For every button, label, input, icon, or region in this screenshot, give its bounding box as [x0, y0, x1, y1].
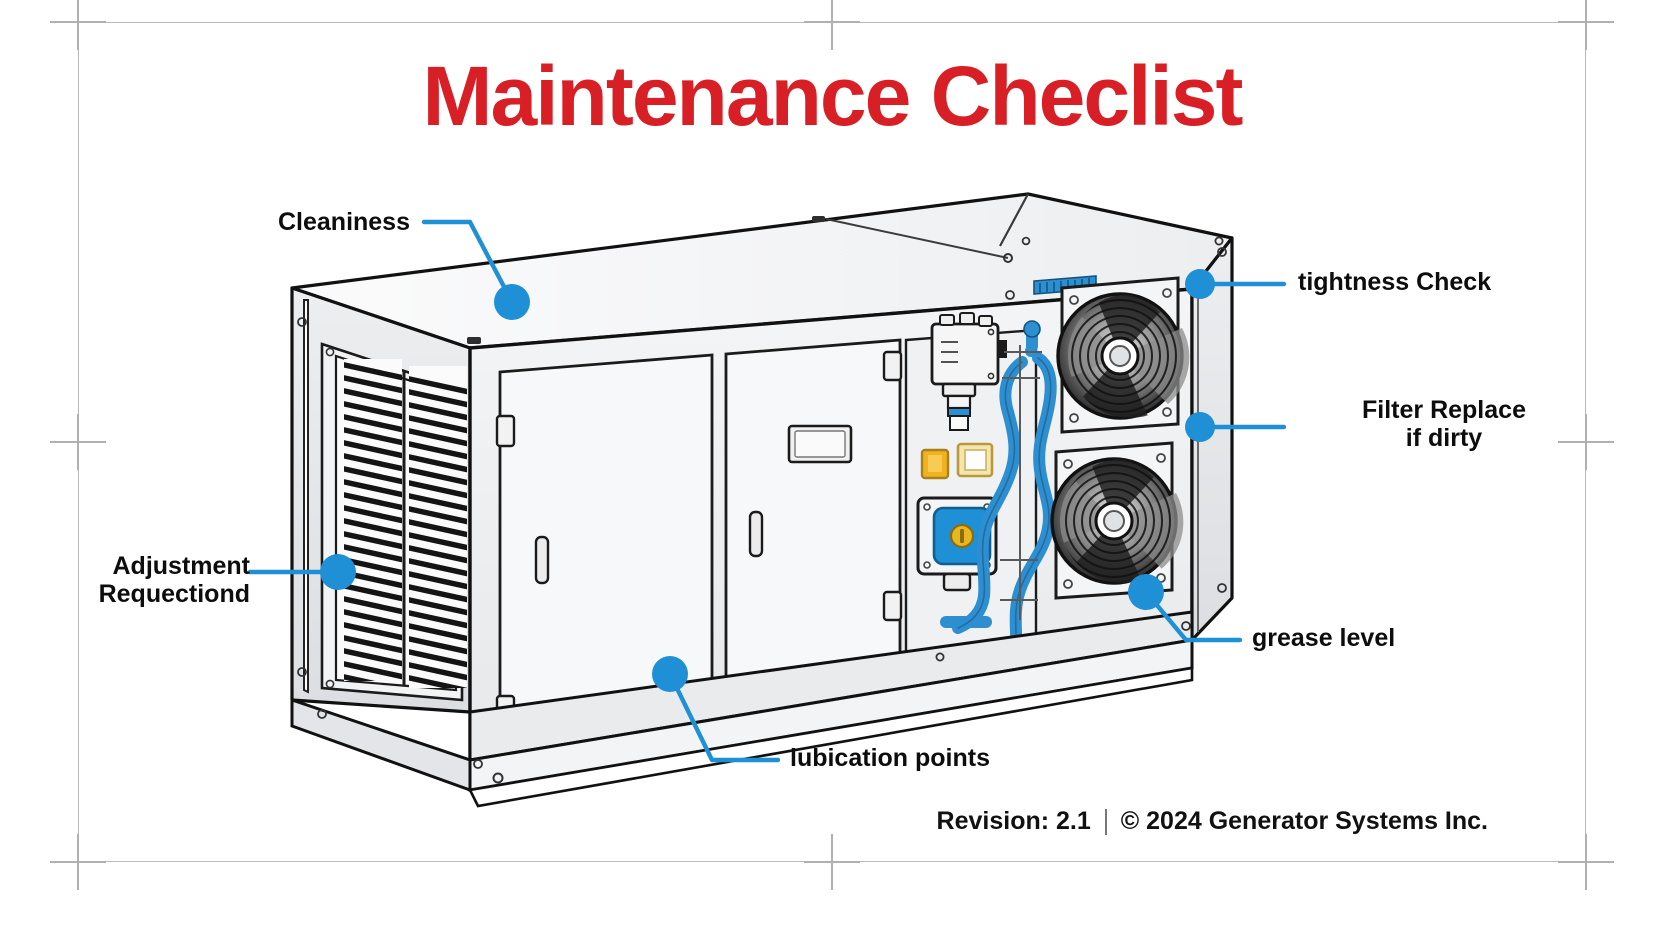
- page-title: Maintenance Checlist: [422, 49, 1244, 143]
- callout-hotspot-dots: [320, 269, 1215, 692]
- unit-top-panel: [290, 192, 1234, 350]
- callout-label-grease: grease level: [1252, 624, 1396, 652]
- footer: Revision: 2.1 © 2024 Generator Systems I…: [937, 807, 1488, 836]
- indicator-lamp-white: [956, 442, 994, 478]
- refrigerant-piping-outline: [957, 357, 1052, 635]
- callout-label-lubrication: lubication points: [790, 744, 990, 772]
- revision-text: Revision: 2.1: [936, 807, 1091, 835]
- unit-right-face: [1190, 236, 1234, 642]
- louver-slats-column-b: [409, 366, 467, 688]
- indicator-lamp-amber: [920, 448, 950, 480]
- louver-slats-column-a: [344, 359, 402, 681]
- callout-leader-lines: [247, 219, 1287, 763]
- hotspot-adjustment: [320, 554, 356, 590]
- fan-blades-upper: [1068, 294, 1190, 418]
- access-door-right: [724, 338, 903, 700]
- callout-label-filter: Filter Replace if dirty: [1362, 396, 1526, 452]
- rotary-disconnect-switch: [916, 496, 998, 592]
- fan-blades-lower: [1060, 459, 1184, 583]
- base-skid-rail: [290, 610, 1194, 808]
- leader-grease: [1143, 589, 1243, 643]
- access-door-left: [495, 353, 714, 728]
- footer-divider: [1104, 808, 1107, 835]
- refrigerant-piping: [940, 325, 1057, 640]
- callout-label-adjustment: Adjustment Requectiond: [98, 552, 250, 608]
- hotspot-lubrication: [652, 656, 688, 692]
- louver-vent-strip: [1033, 275, 1097, 295]
- unit-left-face: [290, 286, 472, 714]
- callout-label-tightness: tightness Check: [1298, 268, 1492, 296]
- control-junction-box: [930, 312, 1007, 431]
- copyright-text: © 2024 Generator Systems Inc.: [1120, 807, 1488, 835]
- louver-intake-grille: [320, 342, 467, 702]
- piping-brackets: [1000, 345, 1042, 620]
- unit-front-face: [468, 287, 1194, 762]
- hotspot-grease: [1128, 574, 1164, 610]
- hotspot-cleaniness: [494, 284, 530, 320]
- condenser-fan-upper: [1056, 276, 1190, 434]
- callout-label-cleaniness: Cleaniness: [277, 208, 410, 236]
- hotspot-tightness: [1185, 269, 1215, 299]
- leader-cleaniness: [421, 219, 515, 305]
- condenser-fan-lower: [1050, 441, 1184, 600]
- leader-lubrication: [667, 671, 781, 763]
- hotspot-filter: [1185, 412, 1215, 442]
- equipment-bay-panel: [904, 290, 1038, 662]
- piping-fitting-top: [1023, 320, 1041, 338]
- piping-fitting-mid: [1025, 345, 1037, 357]
